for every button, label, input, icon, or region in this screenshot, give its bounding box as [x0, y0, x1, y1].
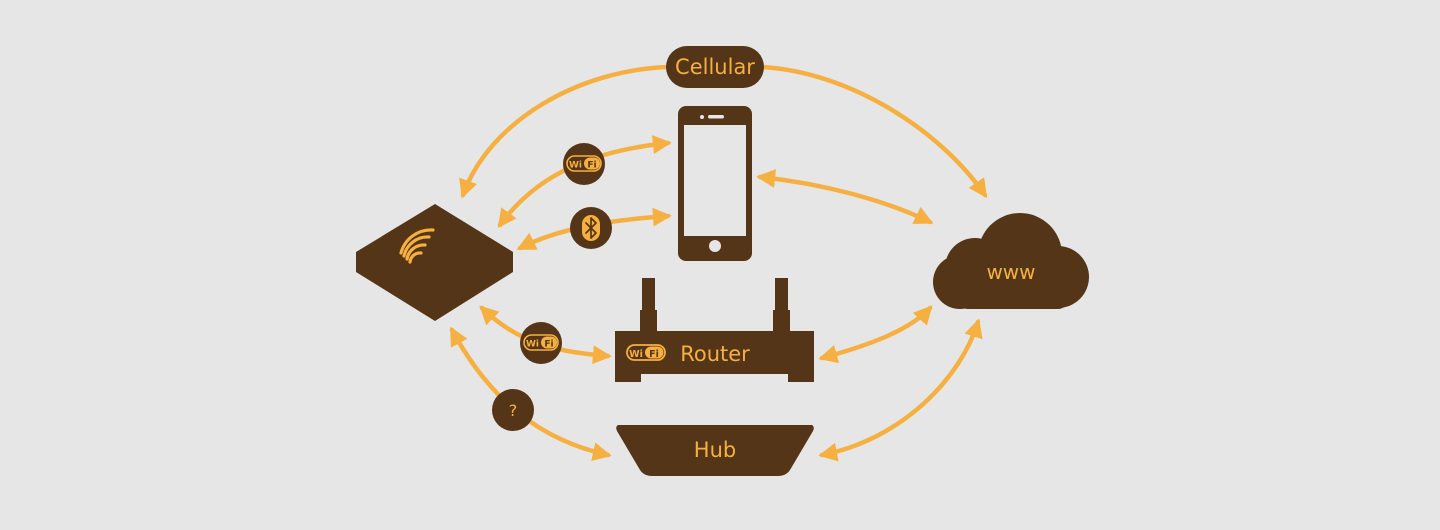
svg-text:Wi: Wi — [629, 349, 643, 360]
wifi-badge-phone: Wi Fi — [563, 143, 605, 185]
svg-text:Fi: Fi — [649, 349, 659, 360]
router-node: Wi Fi Router — [615, 278, 814, 382]
hub-label: Hub — [694, 438, 736, 462]
wifi-logo-icon: Wi Fi — [566, 155, 602, 172]
wifi-logo-icon: Wi Fi — [523, 334, 559, 351]
cellular-node: Cellular — [666, 46, 764, 88]
arrow-hub-cloud — [818, 318, 983, 462]
arrow-phone-cloud — [756, 169, 934, 225]
unknown-protocol-badge: ? — [492, 389, 534, 431]
wifi-signal-icon — [399, 228, 435, 264]
smartphone-icon — [678, 106, 752, 261]
cloud-icon — [933, 213, 1089, 309]
svg-text:Wi: Wi — [569, 161, 582, 171]
router-wifi-logo-icon: Wi Fi — [626, 344, 666, 361]
bluetooth-badge — [570, 207, 612, 249]
cloud-node: www — [933, 213, 1089, 309]
cloud-label: www — [986, 260, 1035, 284]
router-label: Router — [680, 342, 750, 366]
arrow-router-cloud — [818, 305, 933, 364]
bluetooth-icon — [582, 215, 600, 241]
svg-text:Wi: Wi — [526, 340, 539, 350]
wifi-badge-router: Wi Fi — [520, 322, 562, 364]
cellular-label: Cellular — [675, 55, 755, 79]
svg-text:Fi: Fi — [587, 161, 596, 171]
svg-text:Fi: Fi — [544, 340, 553, 350]
unknown-protocol-label: ? — [509, 401, 518, 420]
arrow-cellular-left — [459, 64, 671, 199]
arrow-cellular-right — [759, 64, 988, 199]
iot-device-node — [356, 204, 513, 321]
hub-node: Hub — [616, 425, 814, 476]
